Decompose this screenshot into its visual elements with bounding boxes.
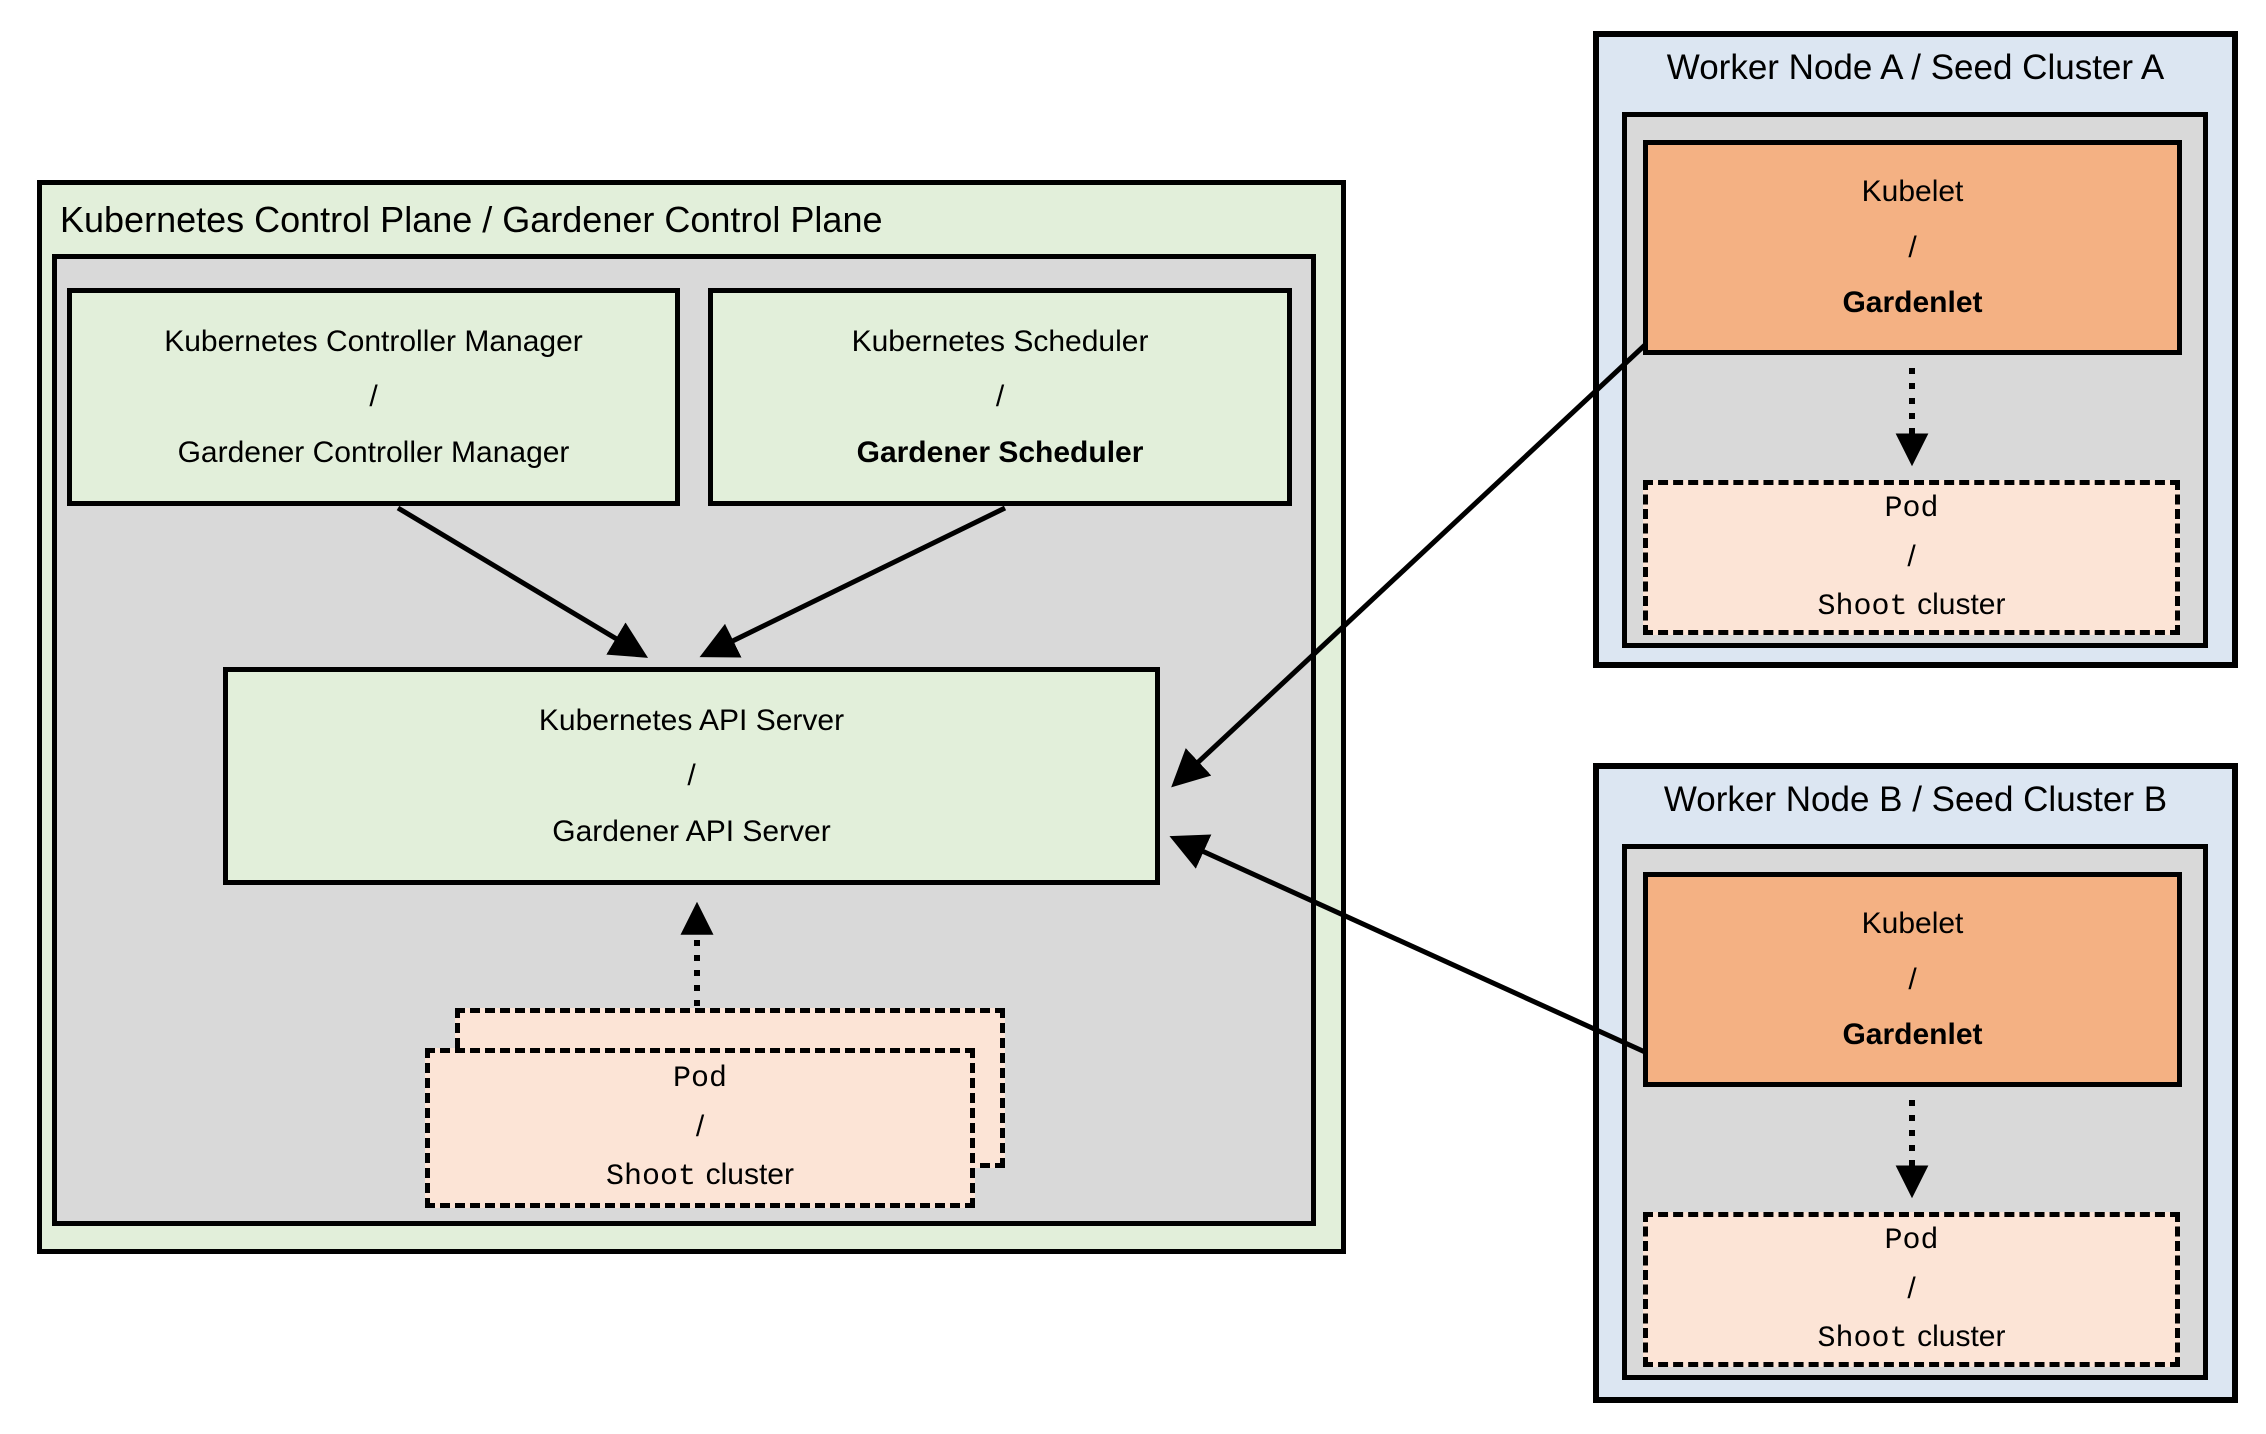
kubelet-b-separator: / (1908, 962, 1917, 996)
kubelet-b-line2: Gardenlet (1842, 1018, 1983, 1052)
controller-manager-line2: Gardener Controller Manager (177, 435, 570, 469)
kubelet-b-line1: Kubelet (1861, 907, 1964, 941)
pod-b-line2-cluster: cluster (1917, 1319, 2006, 1353)
controller-manager-separator: / (369, 380, 378, 414)
scheduler-separator: / (995, 380, 1005, 414)
cp-pod-line2-cluster: cluster (705, 1158, 794, 1191)
pod-a-line2-shoot: Shoot (1817, 589, 1908, 624)
pod-a-line1: Pod (1884, 491, 1939, 526)
pod-b-box: Pod / Shoot cluster (1643, 1212, 2180, 1367)
cp-pod-line2-shoot: Shoot (606, 1160, 697, 1194)
kubelet-a-line2: Gardenlet (1842, 286, 1983, 320)
pod-a-box: Pod / Shoot cluster (1643, 480, 2180, 635)
pod-a-line2: Shoot cluster (1818, 581, 2006, 631)
controller-manager-line1: Kubernetes Controller Manager (164, 324, 583, 358)
worker-node-a-title: Worker Node A / Seed Cluster A (1666, 48, 2165, 87)
kubelet-a-box: Kubelet / Gardenlet (1643, 140, 2182, 355)
pod-b-line1: Pod (1884, 1223, 1939, 1258)
pod-a-line2-cluster: cluster (1917, 587, 2006, 621)
worker-node-b-title: Worker Node B / Seed Cluster B (1663, 780, 2168, 819)
api-server-box: Kubernetes API Server / Gardener API Ser… (223, 667, 1160, 885)
api-server-line1: Kubernetes API Server (538, 703, 845, 737)
api-server-separator: / (687, 759, 696, 793)
control-plane-title: Kubernetes Control Plane / Gardener Cont… (60, 199, 883, 240)
kubelet-a-separator: / (1908, 230, 1917, 264)
kubelet-a-line1: Kubelet (1861, 175, 1964, 209)
pod-b-line2: Shoot cluster (1818, 1313, 2006, 1363)
kubelet-b-box: Kubelet / Gardenlet (1643, 872, 2182, 1087)
scheduler-box: Kubernetes Scheduler / Gardener Schedule… (708, 288, 1292, 506)
cp-pod-separator: / (695, 1110, 705, 1143)
pod-b-line2-shoot: Shoot (1817, 1321, 1908, 1356)
scheduler-line2: Gardener Scheduler (856, 435, 1144, 469)
pod-a-separator: / (1907, 539, 1916, 573)
scheduler-line1: Kubernetes Scheduler (851, 324, 1149, 358)
controller-manager-box: Kubernetes Controller Manager / Gardener… (67, 288, 680, 506)
pod-b-separator: / (1907, 1271, 1916, 1305)
api-server-line2: Gardener API Server (552, 814, 831, 848)
cp-pod-line1: Pod (672, 1062, 727, 1096)
